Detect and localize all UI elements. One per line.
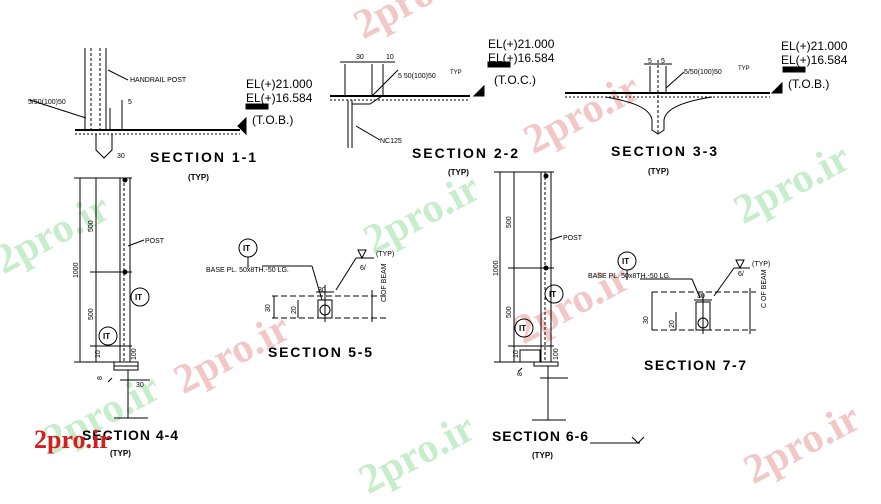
weld-typ: (TYP) (752, 261, 770, 268)
dim-label: 30 (318, 287, 326, 294)
elevation-ref: (T.O.B.) (788, 77, 829, 91)
dim-label: 8 (517, 372, 524, 376)
dim-label: 30 (265, 304, 272, 312)
dim-total: 1000 (73, 262, 80, 278)
tag-it: IT (135, 293, 142, 302)
section-title: SECTION 1-1 (150, 149, 256, 165)
typ-label: (TYP) (648, 167, 669, 176)
section-7-detail (617, 251, 756, 334)
dim-label: 8 (97, 376, 104, 380)
beam-centerline: C OF BEAM (381, 263, 388, 302)
dim-label: 100 (131, 348, 138, 360)
elevation-bottom: EL(+)16.584 (246, 91, 313, 105)
dim-label: 20 (291, 306, 298, 314)
typ-label: (TYP) (448, 168, 469, 177)
dim-label: 10 (95, 350, 102, 358)
base-plate-note: BASE PL. 50x8TH.-50 LG. (588, 273, 671, 280)
site-logo: 2pro.ir (34, 425, 111, 454)
dim-label: 30 (356, 54, 364, 61)
callout-handrail-post: HANDRAIL POST (130, 77, 187, 84)
dim-label: 20 (669, 320, 676, 328)
section-title: SECTION 2-2 (412, 145, 518, 161)
weld-note: 6/ (360, 265, 366, 272)
section-1-detail (29, 48, 269, 159)
dim-lower: 500 (88, 308, 95, 320)
section-title: SECTION 7-7 (644, 357, 746, 373)
tag-it: IT (549, 290, 556, 299)
dim-label: 5 (661, 58, 665, 65)
weld-typ: TYP (738, 66, 750, 72)
section-6-detail (494, 171, 645, 444)
elevation-bottom: EL(+)16.584 (781, 53, 848, 67)
section-title: SECTION 3-3 (611, 143, 717, 159)
elevation-top: EL(+)21.000 (781, 39, 848, 53)
typ-label: (TYP) (532, 451, 553, 460)
dim-label: 30 (117, 153, 125, 160)
dim-label: 30 (697, 293, 705, 300)
section-4-detail (74, 177, 150, 419)
dim-label: 10 (513, 350, 520, 358)
section-3-detail (565, 60, 806, 135)
beam-centerline: C OF BEAM (761, 269, 768, 308)
base-plate-note: BASE PL. 50x8TH.-50 LG. (206, 267, 289, 274)
dim-label: 5 (648, 58, 652, 65)
callout-post: POST (145, 238, 165, 245)
section-2-detail (330, 61, 511, 148)
section-title: SECTION 4-4 (82, 427, 178, 443)
callout-post: POST (563, 235, 583, 242)
elevation-bottom: EL(+)16.584 (488, 51, 555, 65)
section-title: SECTION 5-5 (268, 344, 372, 360)
weld-note: 5/50(100)50 (28, 99, 66, 106)
weld-note: 5 50(100)50 (398, 73, 436, 80)
dim-upper: 500 (506, 216, 513, 228)
dim-label: 100 (553, 348, 560, 360)
elevation-ref: (T.O.B.) (252, 113, 293, 127)
weld-typ: TYP (450, 70, 462, 76)
tag-it: IT (519, 324, 526, 333)
tag-it: IT (103, 332, 110, 341)
typ-label: (TYP) (188, 173, 209, 182)
weld-typ: (TYP) (376, 251, 394, 258)
elevation-ref: (T.O.C.) (494, 73, 536, 87)
cad-drawing: HANDRAIL POST 5/50(100)50 5 30 EL(+)21.0… (28, 37, 848, 460)
tag-it: IT (622, 257, 629, 266)
dim-label: 10 (386, 54, 394, 61)
weld-note: 5/50(100)50 (684, 69, 722, 76)
section-title: SECTION 6-6 (492, 428, 588, 444)
elevation-top: EL(+)21.000 (488, 37, 555, 51)
dim-label: 30 (643, 316, 650, 324)
weld-note: 6/ (738, 271, 744, 278)
typ-label: (TYP) (110, 449, 131, 458)
tag-it: IT (243, 244, 250, 253)
callout-nc125: NC125 (380, 138, 402, 145)
section-5-detail (238, 238, 388, 322)
dim-label: 5 (128, 99, 132, 106)
dim-label: 30 (136, 382, 144, 389)
dim-total: 1000 (493, 260, 500, 276)
dim-lower: 500 (506, 306, 513, 318)
dim-upper: 500 (88, 220, 95, 232)
elevation-top: EL(+)21.000 (246, 77, 313, 91)
